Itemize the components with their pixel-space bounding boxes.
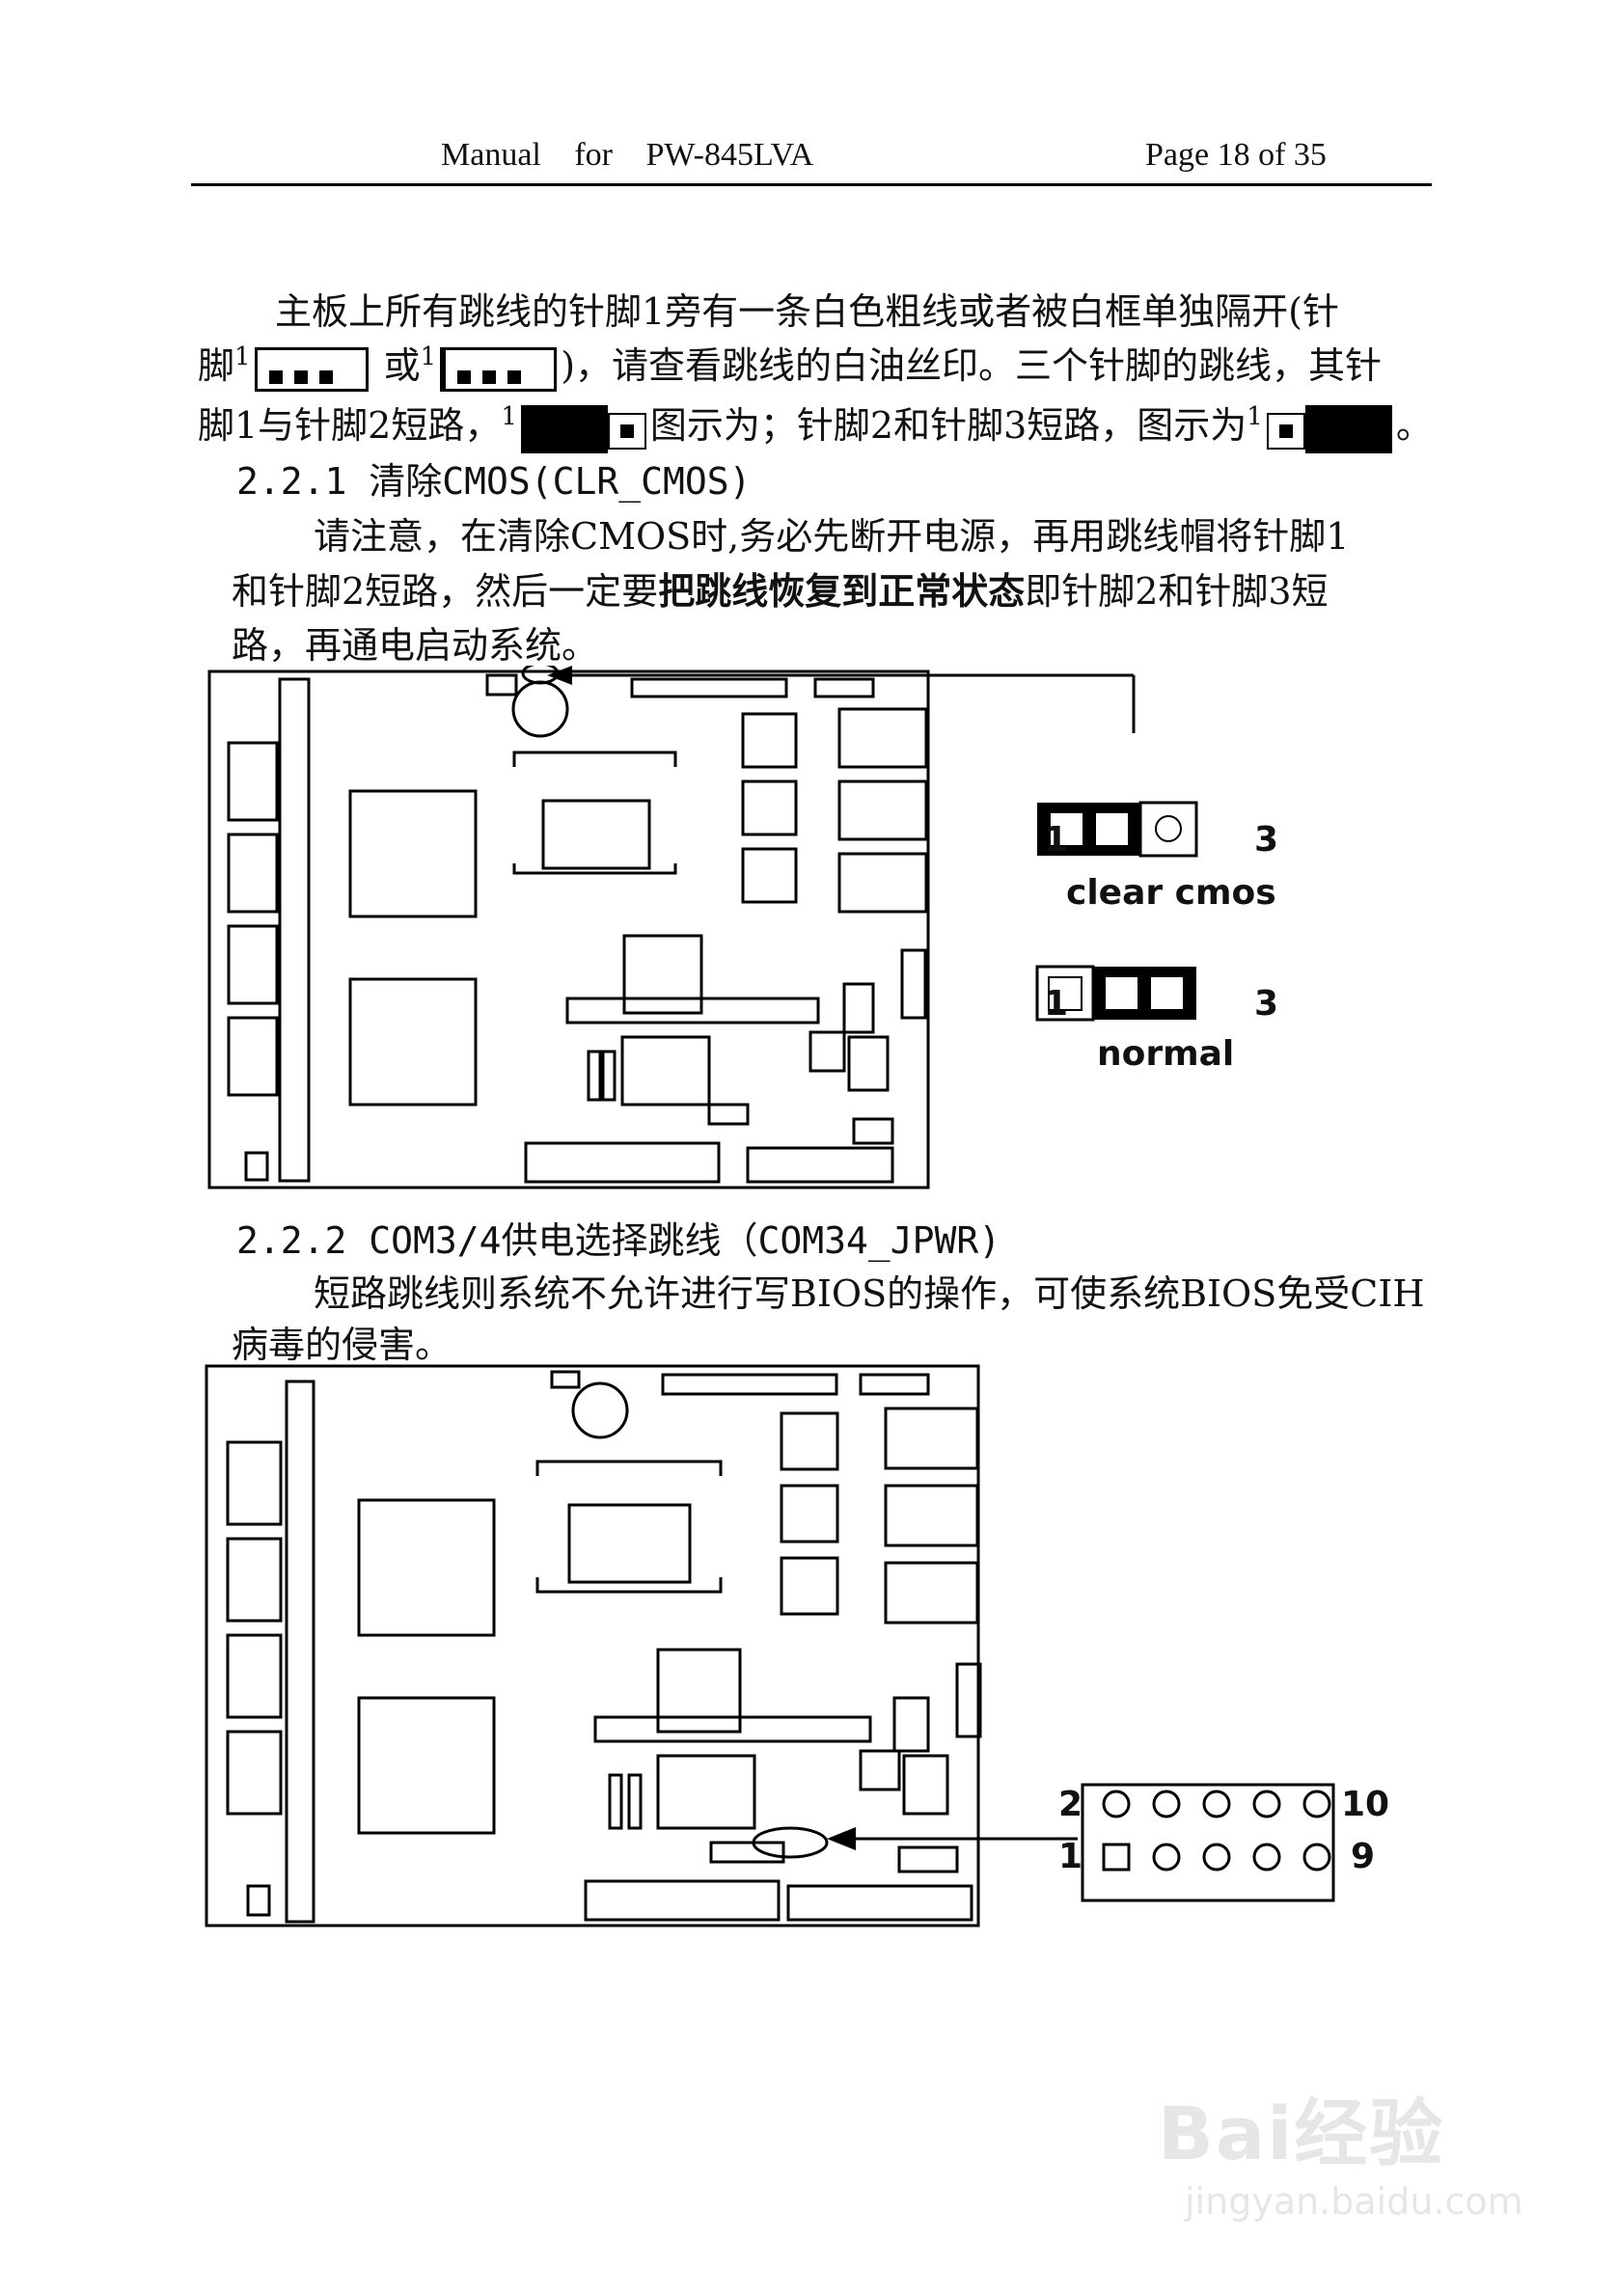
section1-line-2: 和针脚2短路，然后一定要把跳线恢复到正常状态即针脚2和针脚3短 bbox=[232, 561, 1329, 615]
pin-one-marker: 1 bbox=[234, 342, 251, 371]
section1-line-2a: 和针脚2短路，然后一定要 bbox=[232, 570, 659, 613]
jumper-short-1-2-icon bbox=[520, 404, 646, 453]
section1-line-1: 请注意，在清除CMOS时,务必先断开电源，再用跳线帽将针脚1 bbox=[314, 515, 1350, 558]
header-rule bbox=[191, 183, 1432, 186]
header-page-number: Page 18 of 35 bbox=[1145, 137, 1327, 173]
baidu-watermark-brand: Bai经验 bbox=[1158, 2091, 1445, 2176]
intro-line-2: 脚1 或1)，请查看跳线的白油丝印。三个针脚的跳线，其针 bbox=[198, 336, 1382, 392]
section2-line-2: 病毒的侵害。 bbox=[232, 1324, 452, 1366]
header-pin-10: 10 bbox=[1341, 1785, 1390, 1824]
intro-line-2c: )，请查看跳线的白油丝印。三个针脚的跳线，其针 bbox=[561, 344, 1383, 387]
section1-line-3: 路，再通电启动系统。 bbox=[232, 624, 599, 667]
clear-cmos-pin-1: 1 bbox=[1044, 820, 1069, 860]
section1-bold-warning: 把跳线恢复到正常状态 bbox=[658, 569, 1026, 613]
jumper-open-icon bbox=[254, 346, 369, 392]
intro-line-2b: 或 bbox=[383, 344, 421, 387]
jumper-open-icon bbox=[440, 346, 558, 392]
baidu-watermark-url: jingyan.baidu.com bbox=[1185, 2180, 1523, 2223]
intro-line-2a: 脚 bbox=[198, 344, 235, 387]
pin-one-marker: 1 bbox=[1247, 402, 1263, 431]
intro-line-3a: 脚1与针脚2短路， bbox=[198, 404, 502, 447]
pin-one-marker: 1 bbox=[420, 342, 437, 371]
normal-pin-3: 3 bbox=[1254, 984, 1279, 1024]
intro-line-1: 主板上所有跳线的针脚1旁有一条白色粗线或者被白框单独隔开(针 bbox=[275, 290, 1340, 333]
clear-cmos-label: clear cmos bbox=[1066, 873, 1276, 913]
baidu-watermark: Bai经验 jingyan.baidu.com bbox=[1158, 2074, 1523, 2223]
motherboard-diagram-clr-cmos bbox=[207, 666, 1198, 1189]
intro-line-3c: 。 bbox=[1395, 404, 1433, 447]
header-pin-9: 9 bbox=[1351, 1837, 1376, 1876]
section2-line-1: 短路跳线则系统不允许进行写BIOS的操作，可使系统BIOS免受CIH bbox=[314, 1272, 1425, 1315]
section-heading-com34-jpwr: 2.2.2 COM3/4供电选择跳线（COM34_JPWR) bbox=[236, 1219, 1001, 1262]
normal-pin-1: 1 bbox=[1044, 984, 1069, 1024]
header-pin-1: 1 bbox=[1058, 1837, 1083, 1876]
jumper-short-2-3-icon bbox=[1266, 404, 1392, 453]
pin-one-marker: 1 bbox=[501, 402, 517, 431]
clear-cmos-pin-3: 3 bbox=[1254, 820, 1279, 860]
motherboard-diagram-com34-jpwr bbox=[205, 1364, 1335, 1927]
header-manual-title: Manual for PW-845LVA bbox=[441, 137, 814, 173]
header-pin-2: 2 bbox=[1058, 1785, 1083, 1824]
section-heading-clr-cmos: 2.2.1 清除CMOS(CLR_CMOS) bbox=[236, 460, 752, 503]
section1-line-2b: 即针脚2和针脚3短 bbox=[1025, 570, 1329, 613]
intro-line-3b: 图示为；针脚2和针脚3短路，图示为 bbox=[649, 404, 1247, 447]
normal-label: normal bbox=[1097, 1034, 1235, 1074]
